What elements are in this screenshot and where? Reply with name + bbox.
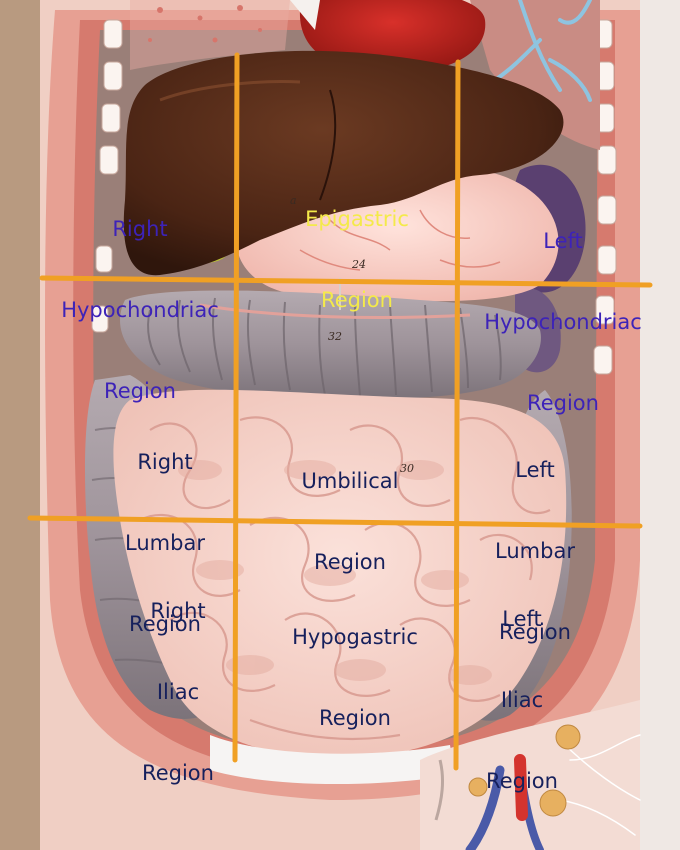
label-line: Region: [104, 379, 176, 403]
label-line: Hypogastric: [292, 625, 418, 649]
label-line: Hypochondriac: [484, 310, 642, 334]
label-epigastric: Epigastric Region: [262, 152, 452, 368]
backdrop-right: [640, 0, 680, 850]
label-line: Region: [319, 706, 391, 730]
grid-line-lower-horizontal: [27, 515, 643, 529]
region-grid: [27, 52, 653, 771]
label-line: Right: [137, 450, 193, 474]
label-line: Right: [150, 599, 206, 623]
liver-mark: a: [290, 194, 297, 207]
intestine-loops: [139, 416, 551, 741]
pelvic-area: [420, 700, 640, 850]
label-left-lumbar: Left Lumbar Region: [470, 403, 600, 700]
colon-mark: 32: [328, 330, 342, 343]
label-line: Hypochondriac: [61, 298, 219, 322]
label-left-iliac: Left Iliac Region: [462, 552, 582, 849]
liver: [123, 50, 564, 276]
label-line: Region: [486, 769, 558, 793]
label-line: Region: [321, 288, 393, 312]
label-line: Lumbar: [495, 539, 575, 563]
label-line: Umbilical: [301, 469, 399, 493]
ureter: [434, 759, 445, 821]
stomach-mark: 24: [352, 258, 366, 271]
falciform-ligament: [319, 89, 337, 201]
intestine-mark: 30: [400, 462, 414, 475]
label-line: Region: [142, 761, 214, 785]
membrane-detail: [148, 5, 262, 43]
taenia-coli: [199, 303, 471, 320]
grid-line-upper-horizontal: [39, 275, 653, 288]
label-line: Left: [515, 458, 555, 482]
lung: [470, 0, 600, 150]
grid-line-left-vertical: [232, 52, 240, 763]
rib-markers-right: [593, 19, 617, 375]
label-right-hypochondriac: Right Hypochondriac Region: [35, 162, 245, 459]
intestine-shadows: [178, 460, 492, 685]
pelvic-vessels: [465, 734, 641, 850]
label-line: Right: [112, 217, 168, 241]
backdrop-left: [0, 0, 40, 850]
rib-markers-left: [91, 19, 123, 333]
pleura: [130, 0, 290, 70]
label-line: Left: [543, 229, 583, 253]
stomach-vessels: [299, 209, 501, 271]
label-left-hypochondriac: Left Hypochondriac Region: [458, 174, 668, 471]
label-line: Epigastric: [305, 207, 409, 231]
label-line: Left: [502, 607, 542, 631]
label-line: Region: [499, 620, 571, 644]
label-line: Region: [314, 550, 386, 574]
lymph-nodes: [468, 724, 581, 817]
label-line: Lumbar: [125, 531, 205, 555]
grid-line-right-vertical: [453, 59, 461, 771]
label-line: Iliac: [156, 680, 200, 704]
peritoneum-edge: [210, 735, 455, 785]
label-line: Iliac: [500, 688, 544, 712]
label-line: Region: [129, 612, 201, 636]
liver-highlight: [159, 80, 301, 102]
label-umbilical: Umbilical Region: [270, 414, 430, 630]
diaphragm-edge: [290, 0, 320, 30]
label-right-iliac: Right Iliac Region: [118, 544, 238, 841]
label-line: Region: [527, 391, 599, 415]
label-hypogastric: Hypogastric Region: [265, 570, 445, 786]
label-right-lumbar: Right Lumbar Region: [105, 395, 225, 692]
